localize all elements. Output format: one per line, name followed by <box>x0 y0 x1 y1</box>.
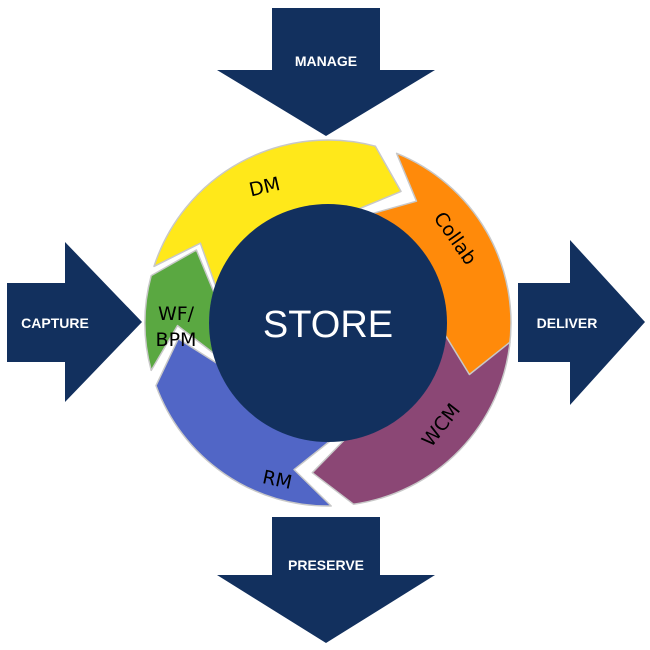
store-center-label: STORE <box>263 304 393 346</box>
manage-arrow-label: MANAGE <box>295 53 357 69</box>
capture-arrow-label: CAPTURE <box>21 315 89 331</box>
capture-arrow: CAPTURE <box>7 242 142 402</box>
preserve-arrow: PRESERVE <box>217 517 435 643</box>
manage-arrow-shape <box>217 8 435 136</box>
store-center-circle <box>209 204 447 442</box>
cycle-ring <box>144 139 512 507</box>
preserve-arrow-shape <box>217 517 435 643</box>
capture-arrow-shape <box>7 242 142 402</box>
preserve-arrow-label: PRESERVE <box>288 557 364 573</box>
deliver-arrow-shape <box>518 240 645 405</box>
manage-arrow: MANAGE <box>217 8 435 136</box>
deliver-arrow-label: DELIVER <box>537 315 598 331</box>
wf-label-line2: BPM <box>156 329 197 351</box>
wf-label-line1: WF/ <box>158 303 195 325</box>
deliver-arrow: DELIVER <box>518 240 645 405</box>
